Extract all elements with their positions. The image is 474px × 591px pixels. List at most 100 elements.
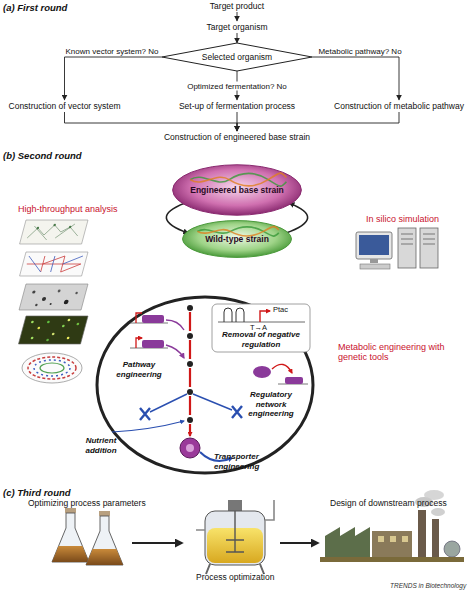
omics-image-stack [40, 363, 64, 373]
engineering-circle [285, 377, 303, 384]
omics-image-stack [18, 220, 88, 383]
engineering-circle [142, 315, 164, 323]
computer-icon [401, 234, 435, 244]
omics-image-stack [32, 290, 36, 293]
flow-arrow [237, 12, 238, 21]
step-label: Process optimization [196, 572, 274, 582]
omics-image-stack [46, 339, 49, 342]
flow-arrow [237, 112, 399, 131]
engineering-circle [187, 417, 193, 423]
section-heading: (c) Third round [3, 487, 71, 498]
omics-image-stack [28, 357, 76, 379]
engineering-circle [212, 304, 310, 352]
process-illustration [418, 510, 426, 557]
computer-icon [356, 228, 438, 269]
omics-image-stack [18, 316, 88, 344]
flow-arrow [166, 203, 188, 233]
omics-image-stack [30, 337, 33, 340]
engineering-circle [260, 311, 270, 322]
engineering-circle [187, 333, 193, 339]
omics-image-stack [25, 256, 83, 272]
computer-icon [359, 235, 389, 255]
process-illustration [372, 531, 412, 557]
flow-arrow [237, 33, 238, 43]
process-illustration [65, 508, 76, 513]
omics-image-stack [75, 292, 78, 294]
engineering-circle [187, 305, 193, 311]
flow-arrow [312, 57, 399, 100]
process-illustration [378, 536, 408, 542]
engineering-circle [142, 340, 164, 348]
engineering-circle [186, 444, 194, 452]
node-text: Set-up of fermentation process [179, 101, 295, 111]
strain-cell: Wild-type strain [182, 220, 292, 258]
omics-image-stack [76, 323, 79, 326]
decision-diamond: Selected organism [162, 43, 312, 71]
flow-arrow [65, 112, 238, 131]
omics-image-stack [35, 304, 38, 306]
omics-image-stack [20, 252, 88, 276]
computer-icon [356, 232, 392, 259]
process-illustration [228, 500, 242, 511]
process-illustration [280, 542, 318, 544]
process-illustration [320, 557, 464, 562]
engineering-circle [140, 406, 242, 420]
engineering-circle [187, 361, 193, 367]
engineering-circle [224, 308, 244, 322]
process-illustration [325, 527, 370, 557]
omics-image-stack [66, 337, 69, 340]
omics-image-stack [57, 290, 61, 293]
strain-cell: Engineered base strain [172, 164, 302, 216]
omics-image-stack [49, 303, 52, 305]
omics-image-stack [41, 297, 46, 301]
dna-helix [190, 173, 286, 186]
flow-text: Set-up of fermentation process [172, 100, 302, 112]
process-illustration [444, 541, 460, 557]
omics-image-stack [47, 321, 50, 324]
process-illustration [431, 508, 445, 516]
omics-image-stack [62, 325, 65, 328]
strategy-label: Transporter engineering [214, 452, 304, 471]
node-text: Target organism [207, 22, 268, 32]
engineering-circle [187, 389, 193, 395]
process-illustration [52, 513, 89, 562]
engineering-circle [180, 438, 200, 458]
strategy-label: Pathway engineering [108, 360, 170, 379]
dna-helix [190, 173, 286, 186]
watermark: TRENDS in Biotechnology [390, 582, 466, 589]
omics-image-stack [69, 226, 72, 228]
engineering-circle [97, 297, 313, 473]
flow-text: Construction of vector system [2, 100, 127, 112]
engineering-circle [253, 366, 271, 378]
process-illustration [86, 511, 123, 565]
step-label: Optimizing process parameters [28, 498, 146, 508]
omics-image-stack [20, 252, 88, 276]
omics-image-stack [25, 256, 83, 272]
engineering-circle [218, 322, 305, 323]
method-label: Metabolic engineering with genetic tools [338, 342, 448, 362]
omics-image-stack [52, 333, 55, 336]
strategy-label: Removal of negative regulation [214, 330, 308, 349]
node-text: Construction of vector system [9, 101, 121, 111]
node-text: Wild-type strain [205, 234, 269, 244]
engineering-circle [166, 320, 184, 358]
engineering-circle [136, 313, 142, 348]
mutation-label: T→A [250, 324, 267, 332]
flow-arrow [65, 57, 163, 100]
process-illustration [432, 519, 439, 557]
strategy-label: Regulatory network engineering [234, 390, 308, 419]
engineering-circle [150, 394, 232, 412]
section-heading: (b) Second round [3, 150, 82, 161]
omics-image-stack [19, 284, 88, 310]
engineering-circle [97, 297, 313, 473]
omics-image-stack [18, 316, 88, 344]
method-label: In silico simulation [366, 214, 439, 224]
node-text: Selected organism [202, 52, 272, 62]
cell-outline [173, 165, 302, 215]
step-label: Design of downstream process [330, 498, 447, 508]
edge-label: Known vector system? No [64, 47, 161, 56]
omics-image-stack [22, 353, 82, 383]
process-illustration [196, 500, 274, 530]
engineering-circle [272, 364, 292, 373]
